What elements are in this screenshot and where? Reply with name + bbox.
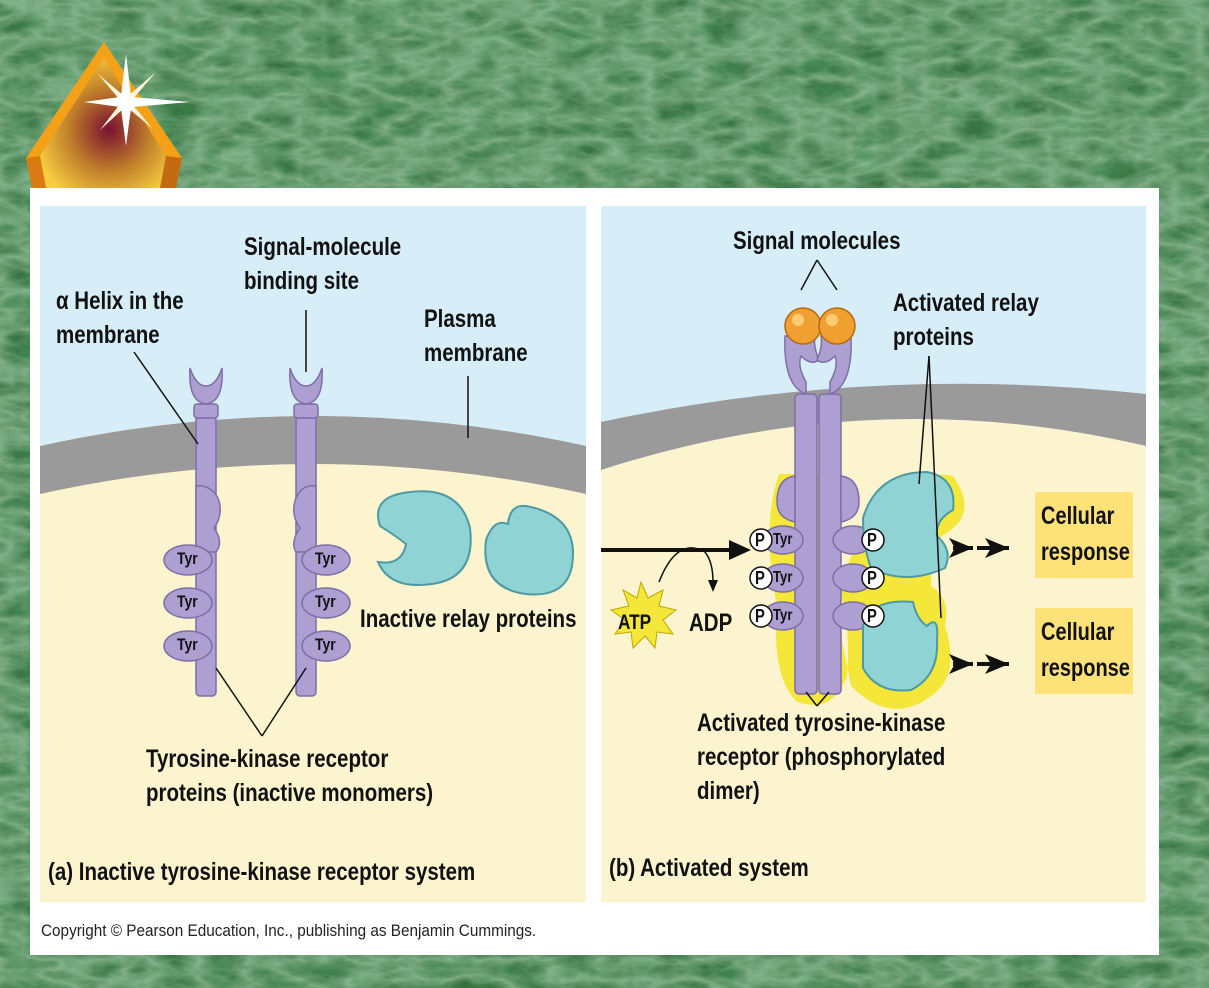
panel-a-drawing bbox=[40, 206, 586, 902]
tyr-label: Tyr bbox=[315, 549, 336, 568]
tyr-label: Tyr bbox=[177, 635, 198, 654]
signal-molecule-left bbox=[784, 307, 822, 345]
panel-inactive-system: Tyr Tyr Tyr Tyr Tyr Tyr α Helix in the m… bbox=[40, 206, 586, 902]
sparkle-icon bbox=[84, 54, 190, 146]
figure-frame: Tyr Tyr Tyr Tyr Tyr Tyr α Helix in the m… bbox=[30, 188, 1159, 955]
tyr-label: Tyr bbox=[177, 549, 198, 568]
cellular-response-box: Cellular response bbox=[1035, 492, 1133, 578]
binding-site-left bbox=[189, 367, 223, 405]
receptor-dimer bbox=[762, 335, 874, 695]
signal-molecules-label: Signal molecules bbox=[733, 227, 901, 255]
tyr-label: Tyr bbox=[773, 607, 793, 624]
receptor-proteins-label: Tyrosine-kinase receptor proteins (inact… bbox=[146, 745, 434, 807]
receptor-monomer-left bbox=[163, 367, 223, 697]
signal-molecule-right bbox=[818, 307, 856, 345]
phosphate-label: P bbox=[755, 606, 765, 626]
cellular-response-box: Cellular response bbox=[1035, 608, 1133, 694]
copyright-text: Copyright © Pearson Education, Inc., pub… bbox=[41, 921, 537, 940]
inactive-relay-protein-2 bbox=[484, 504, 574, 596]
adp-label: ADP bbox=[689, 609, 733, 637]
tyr-label: Tyr bbox=[177, 592, 198, 611]
plasma-membrane bbox=[601, 383, 1146, 470]
plasma-membrane-label: Plasma membrane bbox=[424, 305, 528, 367]
tyr-label: Tyr bbox=[315, 592, 336, 611]
phosphate-groups bbox=[749, 528, 885, 628]
phosphate-label: P bbox=[755, 530, 765, 550]
cellular-response-label: Cellular response bbox=[1041, 618, 1130, 682]
inactive-relay-label: Inactive relay proteins bbox=[360, 605, 577, 633]
diamond-sparkle-logo bbox=[26, 42, 190, 188]
activated-receptor-label: Activated tyrosine-kinase receptor (phos… bbox=[697, 709, 946, 805]
tyr-label: Tyr bbox=[773, 531, 793, 548]
tyr-label: Tyr bbox=[315, 635, 336, 654]
panel-b-caption: (b) Activated system bbox=[609, 854, 809, 882]
inactive-relay-protein-1 bbox=[376, 490, 472, 586]
binding-site-label: Signal-molecule binding site bbox=[244, 233, 402, 295]
phosphate-label: P bbox=[867, 530, 877, 550]
cellular-response-label: Cellular response bbox=[1041, 502, 1130, 566]
atp-starburst bbox=[609, 580, 678, 650]
binding-site-right bbox=[289, 367, 323, 405]
atp-label: ATP bbox=[618, 611, 652, 634]
alpha-helix-label: α Helix in the membrane bbox=[56, 287, 184, 349]
phosphate-label: P bbox=[755, 568, 765, 588]
receptor-monomer-right bbox=[289, 367, 351, 697]
panel-a-caption: (a) Inactive tyrosine-kinase receptor sy… bbox=[48, 858, 476, 886]
phosphate-label: P bbox=[867, 606, 877, 626]
phosphate-label: P bbox=[867, 568, 877, 588]
panel-activated-system: P P P P P P Tyr Tyr Tyr ATP ADP Signal m… bbox=[601, 206, 1146, 902]
activated-relay-label: Activated relay proteins bbox=[893, 289, 1039, 351]
tyr-label: Tyr bbox=[773, 569, 793, 586]
atp-adp-curve bbox=[658, 547, 714, 583]
